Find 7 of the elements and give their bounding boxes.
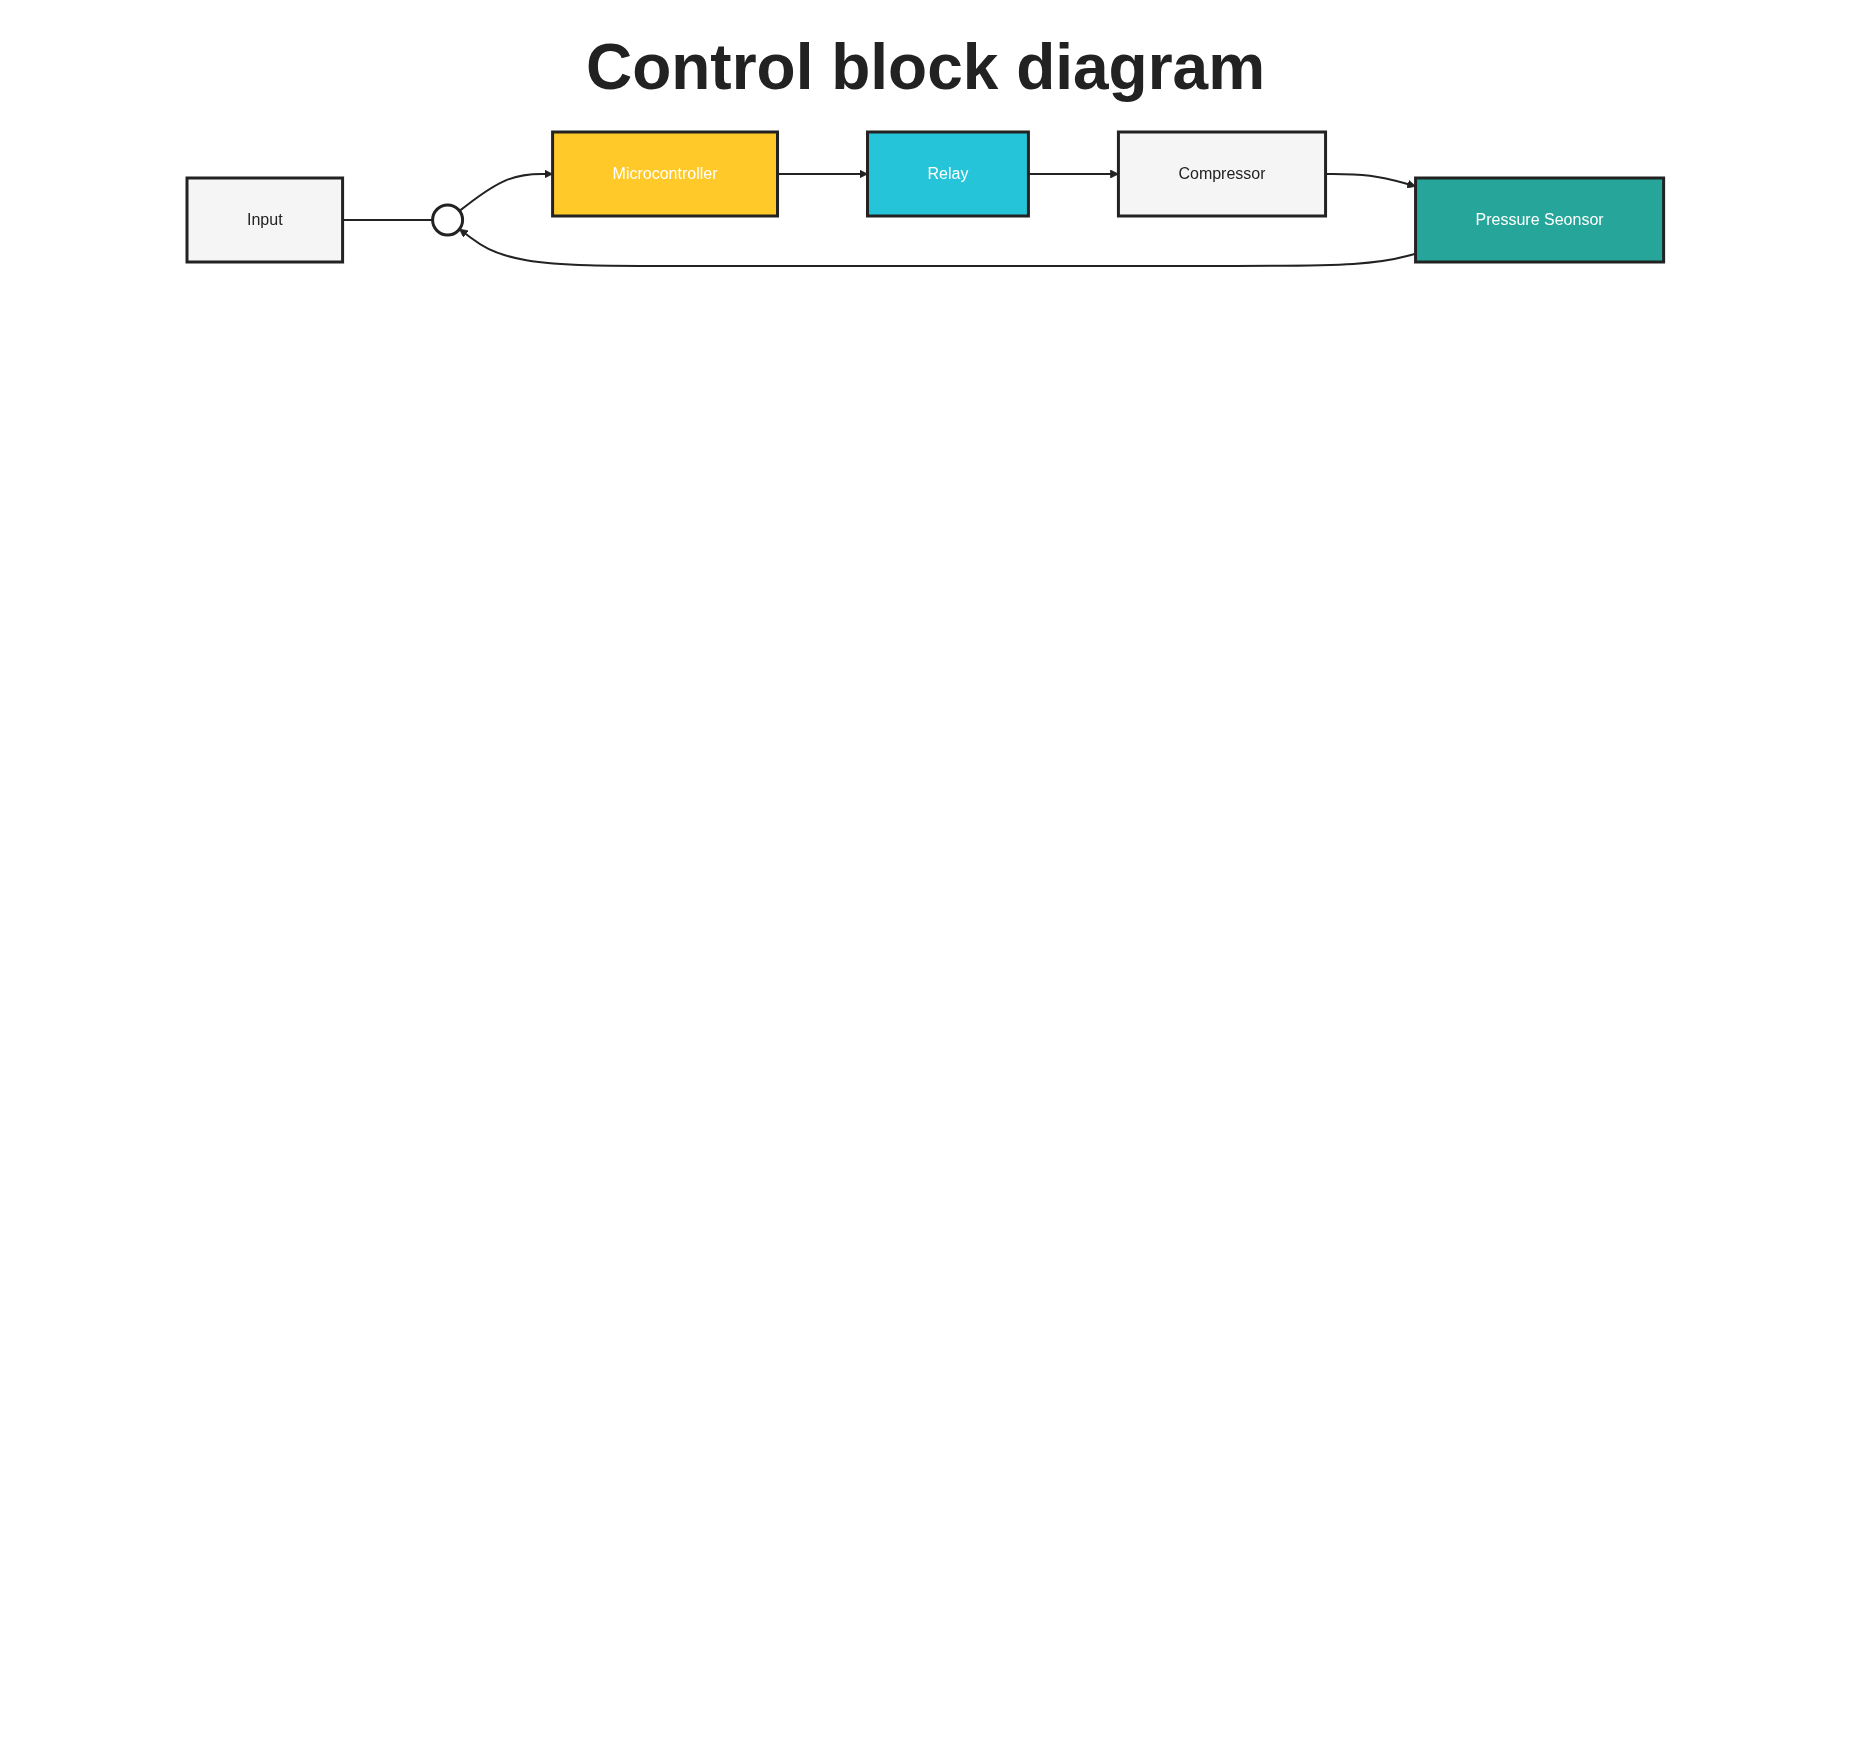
node-circle [431, 203, 465, 237]
node-box: Input [185, 176, 345, 264]
diagram-title: Control block diagram [584, 30, 1267, 104]
node-box: Relay [866, 130, 1031, 218]
node-box: Microcontroller [551, 130, 780, 218]
node-box: Pressure Seonsor [1414, 176, 1666, 264]
node-box: Compressor [1117, 130, 1328, 218]
